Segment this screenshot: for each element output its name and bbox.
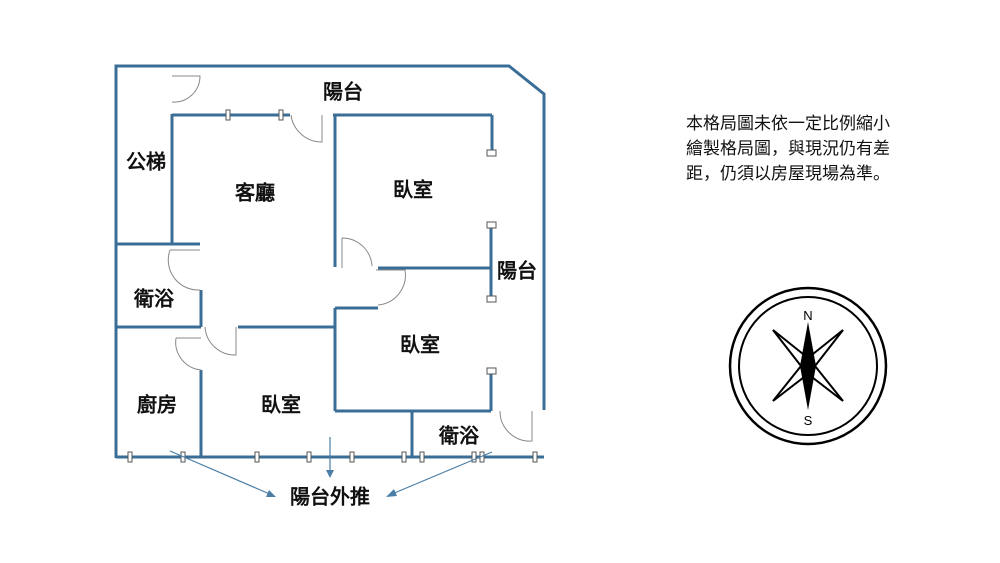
extension-arrows [169, 437, 493, 497]
room-bathroom-2: 衛浴 [439, 423, 479, 448]
note-line: 本格局圖未依一定比例縮小 [686, 114, 890, 134]
compass-north: N [803, 308, 812, 323]
room-bedroom-3: 臥室 [261, 392, 301, 417]
room-bedroom-1: 臥室 [393, 177, 433, 202]
room-balcony-right: 陽台 [497, 258, 537, 283]
room-bedroom-2: 臥室 [400, 332, 440, 357]
room-living: 客廳 [235, 180, 275, 205]
note-line: 距，仍須以房屋現場為準。 [686, 164, 890, 184]
windows [127, 109, 538, 463]
disclaimer-note: 本格局圖未依一定比例縮小 繪製格局圖，與現況仍有差 距，仍須以房屋現場為準。 [686, 112, 946, 187]
compass-needle [800, 322, 816, 410]
compass: N S [728, 286, 888, 446]
compass-south: S [804, 413, 813, 428]
room-balcony-top: 陽台 [323, 79, 363, 104]
balcony-extension-label: 陽台外推 [290, 484, 370, 509]
walls [114, 64, 546, 459]
compass-diagonal-star [772, 329, 844, 402]
doors [167, 75, 533, 442]
note-line: 繪製格局圖，與現況仍有差 [686, 139, 890, 159]
room-kitchen: 廚房 [137, 392, 177, 417]
room-stairs: 公梯 [126, 149, 166, 174]
room-bathroom-1: 衛浴 [134, 286, 174, 311]
